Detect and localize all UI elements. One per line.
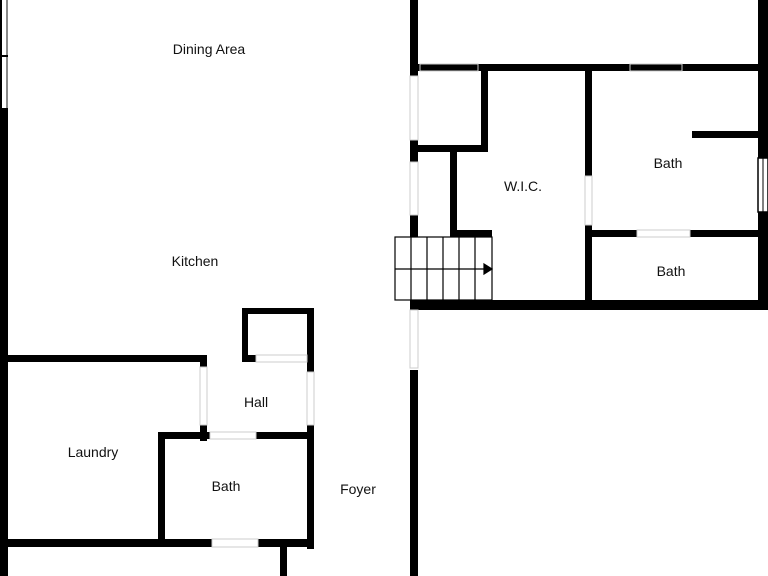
label-foyer: Foyer: [340, 481, 376, 497]
wall-kitchen-bottom-right: [242, 355, 256, 362]
wall-hall-left-top: [200, 355, 207, 367]
door-closet-left: [409, 75, 419, 141]
wall-kitchen-bottom: [8, 355, 202, 362]
wall-center-upper: [410, 0, 418, 76]
wall-wic-bottom-stub: [450, 230, 492, 237]
door-lower-center: [409, 309, 419, 369]
wall-hall-right-lower: [307, 425, 314, 549]
stairs: [394, 236, 494, 301]
wall-right-exterior-lower: [758, 212, 768, 310]
door-wic-left: [409, 161, 419, 216]
room-labels: Dining Area Kitchen Hall Laundry Bath Fo…: [68, 41, 686, 497]
wall-wic-left: [450, 145, 457, 237]
wall-closet-hall-top: [242, 308, 314, 314]
wall-bath-divider-left: [585, 230, 637, 237]
label-hall: Hall: [244, 394, 268, 410]
label-bath-lower: Bath: [212, 478, 241, 494]
wall-center-lower: [410, 370, 418, 576]
wall-closet-right: [481, 64, 488, 152]
door-hall-top: [255, 354, 308, 363]
label-laundry: Laundry: [68, 444, 119, 460]
wall-bottom-left: [0, 539, 212, 547]
wall-left-exterior: [0, 108, 8, 576]
wall-bath-lower-top-right: [256, 432, 314, 439]
wall-wic-right: [585, 64, 592, 176]
wall-bath-divider-right: [690, 230, 768, 237]
openings: [199, 63, 691, 548]
label-wic: W.I.C.: [504, 178, 542, 194]
label-dining-area: Dining Area: [173, 41, 246, 57]
wall-bottom-right: [258, 539, 314, 547]
window-right: [757, 157, 768, 213]
wall-center-stair-top: [410, 215, 418, 237]
wall-right-exterior: [758, 0, 768, 158]
label-kitchen: Kitchen: [172, 253, 219, 269]
wall-bath-inner: [692, 131, 768, 138]
wall-closet-hall-right: [307, 308, 314, 372]
door-closet-top: [419, 63, 479, 72]
wall-bottom-stub: [280, 547, 287, 576]
wall-closet-hall-left: [242, 308, 248, 360]
wall-closet-bottom: [410, 145, 488, 152]
label-bath-upper: Bath: [654, 155, 683, 171]
door-hall-left: [199, 366, 208, 426]
wall-wic-right-lower: [585, 225, 592, 305]
wall-bath-lower-left: [158, 432, 165, 546]
door-bath-top: [629, 63, 683, 72]
door-bath-right: [636, 229, 691, 238]
window-left: [0, 0, 8, 108]
door-bath-lower: [209, 431, 257, 440]
door-hall-right: [306, 371, 315, 426]
door-bottom: [211, 538, 259, 548]
door-wic-right: [584, 175, 593, 226]
label-bath-right: Bath: [657, 263, 686, 279]
wall-lower-bottom-right: [410, 300, 768, 310]
stairs-arrow-icon: [483, 262, 494, 276]
wall-bath-lower-top-left: [158, 432, 210, 439]
